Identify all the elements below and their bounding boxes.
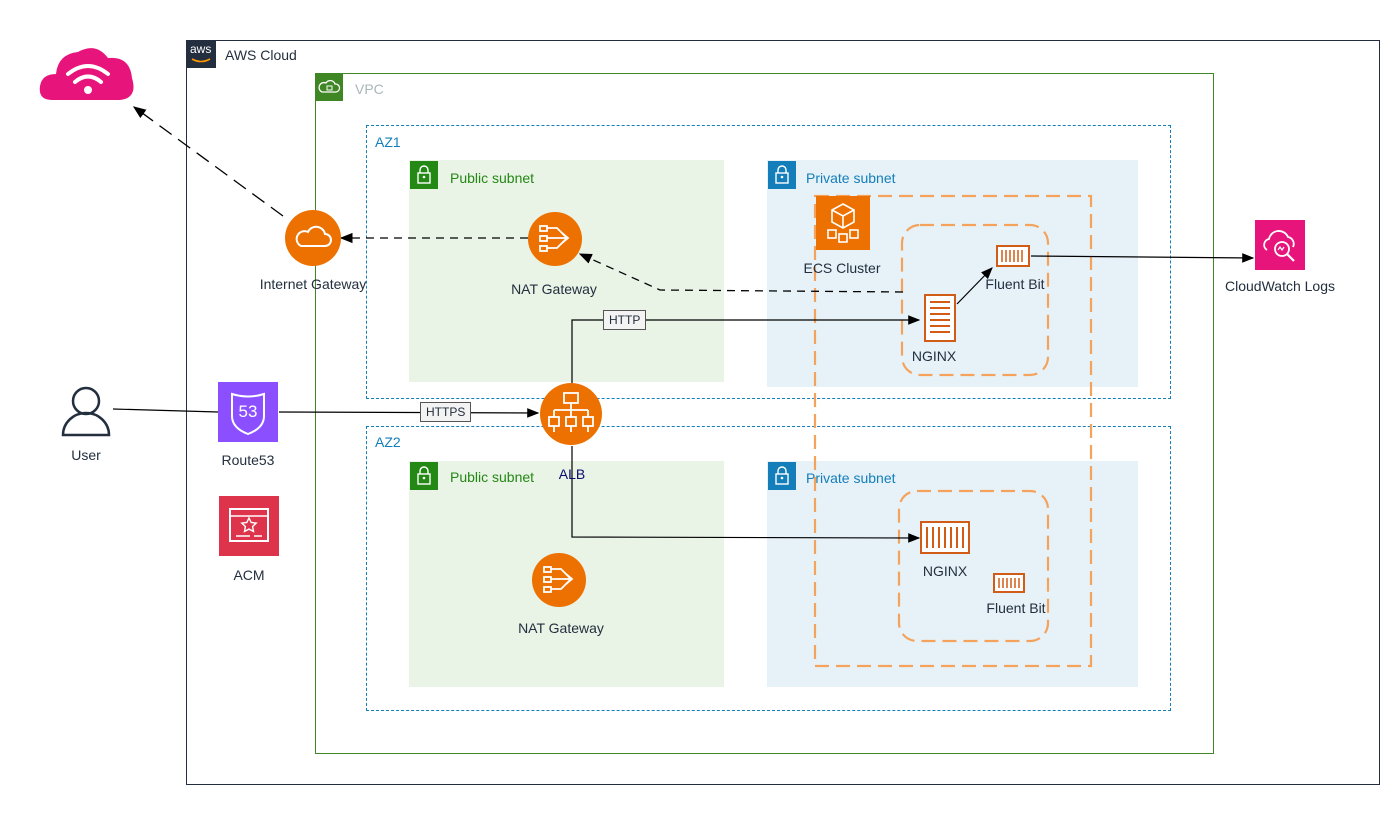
nginx-az1-label: NGINX	[911, 348, 957, 364]
vpc-group	[315, 73, 1214, 754]
az2-group	[366, 426, 1171, 711]
nginx-to-fluentbit-edge	[956, 267, 993, 305]
user-icon	[60, 385, 112, 437]
alb-label: ALB	[558, 466, 586, 482]
aws-logo-icon: aws	[186, 40, 216, 68]
nginx-to-nat-edge	[578, 253, 904, 293]
task-boundary-az2	[897, 489, 1050, 643]
alb-to-nginx-az1-edge	[571, 315, 921, 383]
cloudwatch-logs-icon	[1255, 220, 1305, 270]
private-subnet-az1-title: Private subnet	[806, 170, 896, 186]
http-edge-label: HTTP	[603, 310, 647, 330]
route53-badge-text: 53	[238, 402, 258, 421]
acm-label: ACM	[233, 567, 265, 583]
alb-icon	[540, 383, 602, 445]
vpc-icon	[315, 73, 343, 101]
az1-title: AZ1	[375, 134, 401, 150]
internet-wifi-cloud-icon	[38, 40, 138, 104]
user-to-route53-edge	[112, 408, 219, 413]
public-subnet-lock-icon	[410, 161, 438, 189]
aws-logo-text: aws	[190, 42, 212, 56]
public-subnet-az2-title: Public subnet	[450, 469, 535, 485]
fluent-bit-az2-icon	[993, 573, 1025, 593]
fluent-bit-az1-label: Fluent Bit	[985, 276, 1045, 292]
nat-gateway-az2-icon	[532, 553, 586, 607]
nginx-az2-label: NGINX	[922, 563, 968, 579]
ecs-cluster-label: ECS Cluster	[803, 260, 881, 276]
alb-to-nginx-az2-edge	[571, 446, 921, 543]
private-subnet-lock-icon	[768, 161, 796, 189]
aws-cloud-group	[186, 40, 1380, 785]
user-label: User	[71, 447, 101, 463]
nat-gateway-az1-label: NAT Gateway	[511, 281, 597, 297]
az1-group	[366, 125, 1171, 399]
cloudwatch-logs-label: CloudWatch Logs	[1225, 278, 1335, 294]
nat-gateway-az2-label: NAT Gateway	[518, 620, 604, 636]
https-edge-label: HTTPS	[420, 402, 472, 422]
private-subnet-lock-icon	[768, 462, 796, 490]
nginx-az1-icon	[924, 294, 956, 342]
aws-cloud-title: AWS Cloud	[225, 47, 297, 63]
route53-icon: 53	[218, 382, 278, 442]
nginx-az2-icon	[920, 521, 970, 554]
route53-label: Route53	[221, 452, 275, 468]
az2-title: AZ2	[375, 434, 401, 450]
ecs-cluster-icon	[816, 196, 870, 250]
private-subnet-az2	[767, 461, 1138, 687]
internet-gateway-label: Internet Gateway	[259, 276, 367, 292]
internet-gateway-icon	[285, 210, 341, 266]
vpc-title: VPC	[355, 81, 384, 97]
public-subnet-az1	[409, 160, 724, 382]
fluent-bit-az1-icon	[996, 245, 1030, 267]
ecs-cluster-boundary	[813, 194, 1093, 668]
nat-gateway-az1-icon	[528, 212, 582, 266]
task-boundary-az1	[900, 223, 1050, 377]
acm-icon	[219, 496, 279, 556]
fluentbit-to-cloudwatch-edge	[1030, 253, 1255, 263]
public-subnet-lock-icon	[410, 462, 438, 490]
fluent-bit-az2-label: Fluent Bit	[986, 600, 1046, 616]
igw-to-internet-edge	[132, 106, 284, 217]
private-subnet-az2-title: Private subnet	[806, 470, 896, 486]
route53-to-alb-edge	[278, 408, 540, 418]
public-subnet-az1-title: Public subnet	[450, 170, 535, 186]
